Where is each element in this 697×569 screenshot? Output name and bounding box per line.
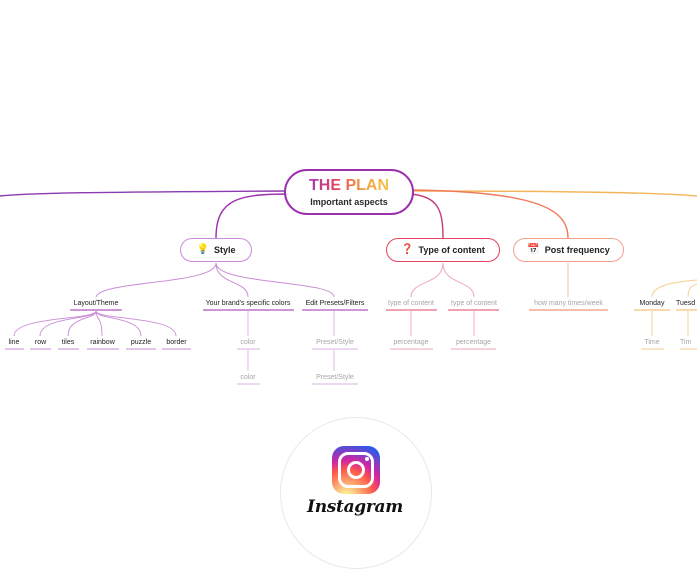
post-frequency-label: Post frequency <box>544 245 610 255</box>
color-node-1[interactable]: color <box>240 338 256 346</box>
layout-item-tiles[interactable]: tiles <box>61 338 75 346</box>
calendar-icon: 📅 <box>527 244 540 255</box>
instagram-wordmark: Instagram <box>307 497 403 517</box>
color-node-2[interactable]: color <box>240 373 256 381</box>
root-title: THE PLAN <box>309 176 389 194</box>
instagram-logo-icon <box>332 446 380 494</box>
lightbulb-icon: 💡 <box>196 244 209 255</box>
layout-item-line[interactable]: line <box>8 338 20 346</box>
layout-item-rainbow[interactable]: rainbow <box>90 338 115 346</box>
preset-node-2[interactable]: Preset/Style <box>316 373 354 381</box>
post-frequency-node[interactable]: 📅 Post frequency <box>513 238 624 262</box>
weekday-monday-node[interactable]: Monday <box>639 299 665 307</box>
preset-node-1[interactable]: Preset/Style <box>316 338 354 346</box>
weekday-tuesday-node[interactable]: Tuesd <box>676 299 696 307</box>
time-node-1[interactable]: Time <box>644 338 660 346</box>
question-mark-icon: ❓ <box>401 244 414 255</box>
layout-item-puzzle[interactable]: puzzle <box>130 338 152 346</box>
brand-colors-node[interactable]: Your brand's specific colors <box>205 299 291 307</box>
root-subtitle: Important aspects <box>310 196 388 207</box>
layout-item-row[interactable]: row <box>34 338 47 346</box>
percentage-node-1[interactable]: percentage <box>393 338 429 346</box>
type-of-content-label: Type of content <box>418 245 485 255</box>
percentage-node-2[interactable]: percentage <box>455 338 492 346</box>
type-of-content-node[interactable]: ❓ Type of content <box>386 238 500 262</box>
layout-item-border[interactable]: border <box>166 338 187 346</box>
layout-theme-node[interactable]: Layout/Theme <box>73 299 119 307</box>
root-node[interactable]: THE PLAN Important aspects <box>284 169 414 215</box>
mindmap-connectors <box>0 189 697 385</box>
how-many-times-node[interactable]: how many times/week <box>534 299 603 307</box>
style-label: Style <box>213 245 236 255</box>
type-of-content-item-1[interactable]: type of content <box>388 299 434 307</box>
edit-presets-node[interactable]: Edit Presets/Filters <box>305 299 365 307</box>
type-of-content-item-2[interactable]: type of content <box>451 299 497 307</box>
style-node[interactable]: 💡 Style <box>180 238 252 262</box>
time-node-2[interactable]: Tim <box>680 338 692 346</box>
